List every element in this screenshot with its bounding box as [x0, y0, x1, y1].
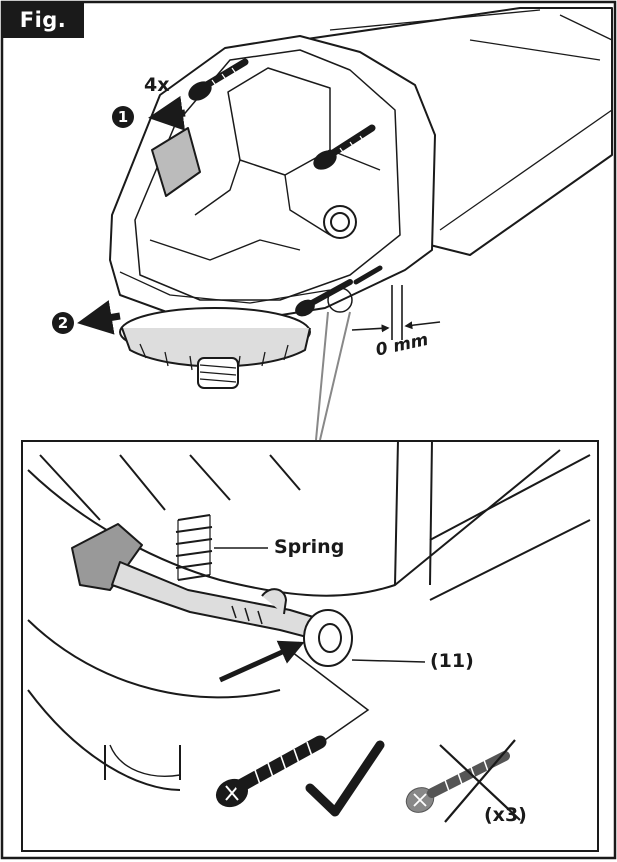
part-number-label: (11) [430, 650, 474, 672]
gap-dimension [351, 285, 441, 340]
wrong-screw [405, 751, 510, 813]
spring [175, 514, 268, 581]
latch-lever [71, 523, 331, 643]
grinder-body [109, 7, 613, 389]
screw-leader [291, 651, 370, 743]
detail-callout-leader [315, 287, 353, 441]
washer-11 [303, 609, 426, 667]
head-screws [188, 58, 383, 317]
step-1-arrow [148, 95, 186, 131]
cross-out-icon [439, 739, 521, 823]
step-2-arrow [77, 300, 121, 335]
step-2-badge: 2 [52, 312, 74, 334]
spring-label: Spring [274, 536, 345, 558]
step-1-badge: 1 [112, 106, 134, 128]
screw-count-label: 4x [144, 74, 170, 96]
detail-housing [27, 439, 591, 791]
correct-screw [215, 735, 327, 808]
checkmark-icon [305, 740, 385, 817]
figure-label: Fig. 10 [2, 2, 84, 68]
insertion-arrow [218, 640, 305, 683]
wrong-screw-count-label: (x3) [484, 804, 527, 826]
